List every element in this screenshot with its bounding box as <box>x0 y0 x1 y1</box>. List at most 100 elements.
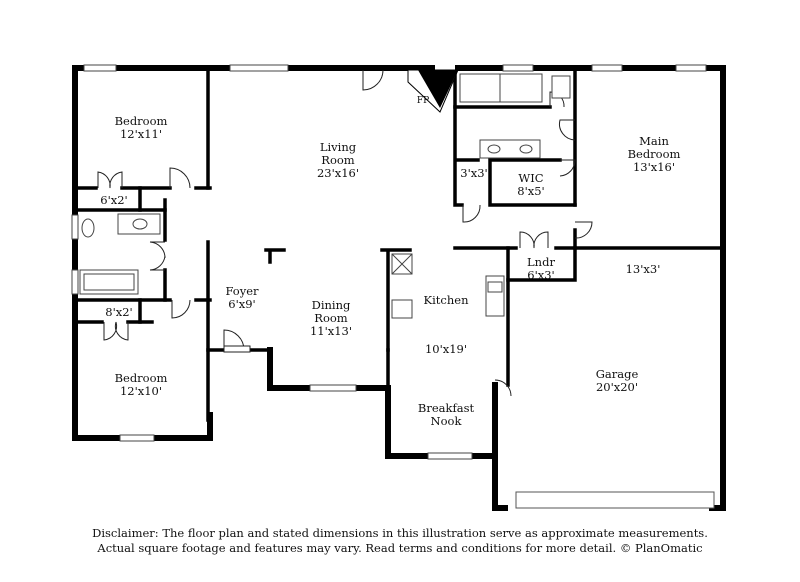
room-size: 6'x9' <box>228 297 256 311</box>
room-name: Bedroom <box>114 371 168 385</box>
room-name: Kitchen <box>423 293 469 307</box>
room-name: Nook <box>430 414 462 428</box>
room-size: 12'x11' <box>119 127 163 141</box>
room-label-dining: Dining Room 11'x13' <box>310 299 352 338</box>
fireplace-label: FP <box>416 96 430 106</box>
room-size: 12'x10' <box>119 384 163 398</box>
wall-dining-stub <box>264 248 286 264</box>
room-label-storage: 13'x3' <box>626 263 661 276</box>
garage-door <box>515 491 715 509</box>
room-size: 20'x20' <box>595 380 639 394</box>
window <box>309 384 357 392</box>
door-laundry-b <box>533 231 549 249</box>
door-utility <box>574 221 593 239</box>
disclaimer-line: Actual square footage and features may v… <box>97 541 703 555</box>
door-closet-bottom-a <box>103 321 118 341</box>
room-size: 13'x16' <box>632 160 676 174</box>
exterior-walls <box>72 65 726 511</box>
room-name: Dining <box>311 298 351 312</box>
window <box>119 434 155 442</box>
doors <box>97 69 593 397</box>
door-wic-small <box>462 204 481 223</box>
room-label-kitchen: Kitchen <box>424 294 469 307</box>
wall-laundry-west <box>506 246 577 282</box>
room-size: 13'x3' <box>625 262 661 276</box>
sink-hall <box>132 218 148 230</box>
room-size: 6'x2' <box>100 193 128 207</box>
room-label-living: Living Room 23'x16' <box>317 141 359 180</box>
door-closet-top-b <box>109 171 123 189</box>
window <box>502 64 534 72</box>
room-name: Bedroom <box>114 114 168 128</box>
door-bath-hall <box>149 241 166 259</box>
wall-bath-main <box>453 70 577 207</box>
wall-west-top <box>72 65 726 253</box>
window <box>83 64 117 72</box>
room-name: WIC <box>518 171 544 185</box>
vanity-main <box>479 139 541 159</box>
room-size: 23'x16' <box>316 166 360 180</box>
window <box>427 452 473 460</box>
toilet-main <box>551 75 571 99</box>
room-name: Main <box>639 134 669 148</box>
window <box>591 64 623 72</box>
bathtub-hall-inner <box>83 273 135 291</box>
door-closet-bottom-b <box>114 321 129 341</box>
room-label-bedroom-top: Bedroom 12'x11' <box>115 115 168 141</box>
fireplace-firebox <box>418 70 458 108</box>
toilet-hall <box>81 218 95 238</box>
room-label-bedroom-bottom: Bedroom 12'x10' <box>115 372 168 398</box>
fireplace <box>407 69 459 113</box>
window <box>71 269 79 295</box>
shower-main <box>459 73 501 103</box>
sink-main-b <box>519 144 533 154</box>
room-size: 3'x3' <box>460 166 488 180</box>
room-name: Foyer <box>225 284 259 298</box>
room-name: Garage <box>595 367 639 381</box>
window <box>71 214 79 240</box>
door-wic <box>559 159 576 177</box>
room-name: Bedroom <box>627 147 681 161</box>
wall-nook-bottom <box>267 347 498 459</box>
sink-kitchen <box>487 281 503 293</box>
room-size: 6'x3' <box>527 268 555 282</box>
room-name: Lndr <box>527 255 555 269</box>
room-label-closet-wic-small: 3'x3' <box>460 167 487 180</box>
range <box>391 299 413 319</box>
wall-wic-box <box>488 158 577 207</box>
room-label-garage: Garage 20'x20' <box>596 368 639 394</box>
door-bedroom-bottom <box>171 299 191 319</box>
interior-walls <box>75 70 725 422</box>
door-nook <box>494 379 512 397</box>
wall-garage-east <box>709 247 726 511</box>
wall-kitchen-west <box>380 248 412 352</box>
room-label-main-bedroom: Main Bedroom 13'x16' <box>628 135 681 174</box>
door-laundry-a <box>519 231 535 249</box>
door-main-bed <box>559 119 576 141</box>
room-label-breakfast: Breakfast Nook <box>418 402 474 428</box>
room-label-foyer: Foyer 6'x9' <box>225 285 258 311</box>
room-size: 11'x13' <box>309 324 353 338</box>
room-label-closet-bottom: 8'x2' <box>105 306 132 319</box>
wall-wic-left <box>453 70 480 207</box>
window <box>675 64 707 72</box>
room-size: 8'x5' <box>517 184 545 198</box>
room-size: 8'x2' <box>105 305 133 319</box>
door-closet-top-a <box>97 171 111 189</box>
room-size: 10'x19' <box>424 342 468 356</box>
fixtures <box>79 73 571 319</box>
room-label-laundry: Lndr 6'x3' <box>527 256 555 282</box>
door-front-panel <box>223 345 251 353</box>
fridge-mark <box>391 253 413 275</box>
door-living-top <box>362 69 384 91</box>
room-label-closet-top: 6'x2' <box>100 194 127 207</box>
door-bedroom-top <box>169 167 191 189</box>
room-name: Living <box>319 140 357 154</box>
room-name: Room <box>314 311 348 325</box>
window <box>229 64 289 72</box>
room-name: Room <box>321 153 355 167</box>
door-bath-hall-2 <box>149 255 166 271</box>
room-label-wic: WIC 8'x5' <box>517 172 544 198</box>
room-label-kitchen-size: 10'x19' <box>425 343 467 356</box>
